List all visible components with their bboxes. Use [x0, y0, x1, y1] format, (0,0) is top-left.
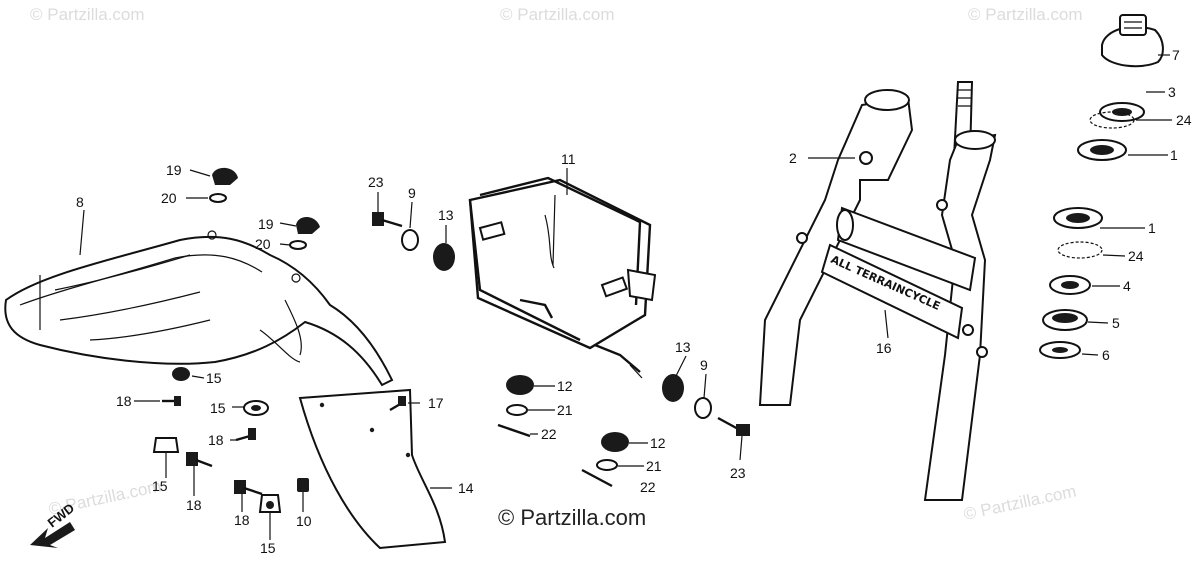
callout-15-upper: 15	[206, 370, 222, 386]
callout-20-lower: 20	[255, 236, 271, 252]
leader-lines	[79, 54, 1172, 540]
clip-part-22-upper[interactable]	[497, 423, 531, 438]
callout-9-lower: 9	[700, 357, 708, 373]
clip-part-22-lower[interactable]	[581, 468, 613, 488]
callout-24-lower: 24	[1128, 248, 1144, 264]
callout-19-upper: 19	[166, 162, 182, 178]
callout-22-lower: 22	[640, 479, 656, 495]
callout-19-lower: 19	[258, 216, 274, 232]
callout-9-upper: 9	[408, 185, 416, 201]
steel-ball-part-24-lower[interactable]	[1057, 241, 1103, 259]
headlight-bracket-part-11[interactable]	[468, 176, 657, 379]
callout-18-upper: 18	[116, 393, 132, 409]
ball-race-part-1-lower[interactable]	[1053, 207, 1103, 229]
watermark-top-center: © Partzilla.com	[500, 5, 615, 24]
callout-17: 17	[428, 395, 444, 411]
dust-seal-part-5[interactable]	[1042, 309, 1088, 331]
callout-5: 5	[1112, 315, 1120, 331]
callout-1-lower: 1	[1148, 220, 1156, 236]
number-plate-part-14[interactable]	[298, 388, 447, 550]
nut-part-15-lower-left[interactable]	[152, 437, 180, 453]
grommet-part-12-lower[interactable]	[601, 432, 629, 452]
callout-20-upper: 20	[161, 190, 177, 206]
callout-23-upper: 23	[368, 174, 384, 190]
nut-part-10[interactable]	[297, 478, 309, 492]
bolt-part-18-mid[interactable]	[235, 428, 256, 442]
callout-14: 14	[458, 480, 474, 496]
stem-nut-part-7[interactable]	[1101, 14, 1164, 68]
nut-part-15-upper[interactable]	[172, 367, 190, 381]
callout-16: 16	[876, 340, 892, 356]
watermark-top-left: © Partzilla.com	[30, 5, 145, 24]
bolt-part-18-lower-right[interactable]	[234, 480, 263, 496]
washer-part-20-upper[interactable]	[209, 193, 227, 203]
callout-8: 8	[76, 194, 84, 210]
grommet-part-13-upper[interactable]	[433, 243, 455, 271]
callout-10: 10	[296, 513, 312, 529]
ball-race-part-1-upper[interactable]	[1077, 139, 1127, 161]
collar-part-9-lower[interactable]	[694, 397, 712, 419]
callout-7: 7	[1172, 47, 1180, 63]
callout-1-upper: 1	[1170, 147, 1178, 163]
callout-15-lower-left: 15	[152, 478, 168, 494]
callout-12-upper: 12	[557, 378, 573, 394]
callout-3: 3	[1168, 84, 1176, 100]
washer-part-21-lower[interactable]	[596, 459, 618, 471]
callout-18-lower-left: 18	[186, 497, 202, 513]
collar-part-9-upper[interactable]	[401, 229, 419, 251]
callout-6: 6	[1102, 347, 1110, 363]
grommet-part-13-lower[interactable]	[662, 374, 684, 402]
callout-21-lower: 21	[646, 458, 662, 474]
front-fork-part-16[interactable]: ALL TERRAINCYCLE	[758, 81, 997, 501]
fwd-arrow: FWD	[30, 500, 77, 548]
callout-21-upper: 21	[557, 402, 573, 418]
callout-15-mid: 15	[210, 400, 226, 416]
callout-11: 11	[561, 151, 576, 167]
bolt-part-17[interactable]	[389, 396, 406, 412]
callout-13-upper: 13	[438, 207, 454, 223]
bolt-part-23-lower[interactable]	[717, 416, 750, 436]
washer-part-20-lower[interactable]	[289, 240, 307, 250]
bolt-part-18-upper[interactable]	[162, 396, 181, 406]
cap-nut-part-19-upper[interactable]	[212, 167, 238, 185]
upper-cone-race-part-3[interactable]	[1099, 102, 1145, 122]
callout-18-mid: 18	[208, 432, 224, 448]
callout-24-upper: 24	[1176, 112, 1192, 128]
lower-cone-race-part-4[interactable]	[1049, 275, 1091, 295]
callout-22-upper: 22	[541, 426, 557, 442]
callout-13-lower: 13	[675, 339, 691, 355]
callout-15-lower-right: 15	[260, 540, 276, 556]
watermark-main: © Partzilla.com	[498, 505, 646, 530]
callout-18-lower-right: 18	[234, 512, 250, 528]
bolt-part-18-lower-left[interactable]	[186, 452, 213, 468]
callout-labels: 7 3 24 1 1 24 4 5 6 2 16 11 8 19 20 19 2…	[76, 47, 1192, 556]
cap-nut-part-19-lower[interactable]	[296, 216, 320, 234]
washer-part-21-upper[interactable]	[506, 404, 528, 416]
grommet-part-12-upper[interactable]	[506, 375, 534, 395]
steel-ball-part-24-upper[interactable]	[1089, 111, 1135, 129]
washer-part-6[interactable]	[1039, 341, 1081, 359]
watermark-bottom-right: © Partzilla.com	[962, 482, 1078, 524]
nut-part-15-lower-right[interactable]	[258, 494, 282, 513]
front-fender-part-8[interactable]	[4, 230, 394, 387]
callout-2: 2	[789, 150, 797, 166]
callout-4: 4	[1123, 278, 1131, 294]
nut-part-15-mid[interactable]	[243, 400, 269, 416]
bolt-part-23-upper[interactable]	[372, 212, 403, 228]
callout-23-lower: 23	[730, 465, 746, 481]
watermark-top-right: © Partzilla.com	[968, 5, 1083, 24]
callout-12-lower: 12	[650, 435, 666, 451]
